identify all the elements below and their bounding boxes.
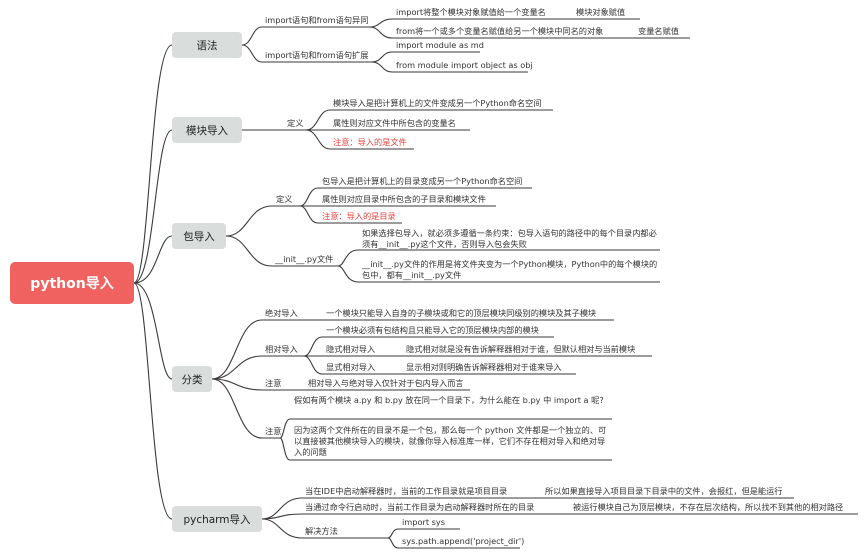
- class-note2-answer[interactable]: 因为这两个文件所在的目录不是一个包，那么每一个 python 文件都是一个独立的…: [294, 425, 607, 457]
- class-rel-desc[interactable]: 一个模块必须有包结构且只能导入它的顶层模块内部的模块: [326, 325, 539, 335]
- class-explicit-desc[interactable]: 显示相对则明确告诉解释器相对于谁来导入: [406, 362, 562, 372]
- syntax-from-desc[interactable]: from将一个或多个变量名赋值给另一个模块中同名的对象: [396, 26, 604, 36]
- syntax-import-note[interactable]: 模块对象赋值: [576, 7, 626, 17]
- module-item-note[interactable]: 注意：导入的是文件: [333, 137, 407, 147]
- class-abs-label[interactable]: 绝对导入: [265, 308, 298, 318]
- root-topic[interactable]: python导入: [10, 262, 134, 304]
- class-implicit-desc[interactable]: 隐式相对就是没有告诉解释器相对于谁，但默认相对与当前模块: [406, 344, 636, 354]
- syntax-ext-label[interactable]: import语句和from语句扩展: [265, 50, 369, 60]
- pycharm-cmd-note[interactable]: 被运行模块自己为顶层模块，不存在层次结构，所以找不到其他的相对路径: [573, 502, 844, 512]
- package-init-item-2[interactable]: __init__.py文件的作用是将文件夹变为一个Python模块，Python…: [362, 259, 658, 280]
- class-explicit-label[interactable]: 显式相对导入: [326, 362, 376, 372]
- topic-pycharm-import[interactable]: pycharm导入: [172, 506, 262, 532]
- topic-package-import[interactable]: 包导入: [172, 223, 226, 249]
- syntax-import-desc[interactable]: import将整个模块对象赋值给一个变量名: [396, 7, 546, 17]
- package-item-1[interactable]: 包导入是把计算机上的目录变成另一个Python命名空间: [322, 176, 523, 186]
- pycharm-ide-note[interactable]: 所以如果直接导入项目目录下目录中的文件，会报红，但是能运行: [545, 486, 783, 496]
- class-rel-label[interactable]: 相对导入: [265, 344, 298, 354]
- link-root-syntax: [133, 44, 173, 284]
- module-item-1[interactable]: 模块导入是把计算机上的文件变成另一个Python命名空间: [333, 98, 542, 108]
- package-def-label[interactable]: 定义: [276, 194, 293, 204]
- link-root-class: [133, 282, 173, 380]
- link-root-package: [133, 235, 173, 284]
- package-init-item-1[interactable]: 如果选择包导入，就必须多遵循一条约束：包导入语句的路径中的每个目录内都必须有__…: [362, 228, 657, 249]
- package-item-2[interactable]: 属性则对应目录中所包含的子目录和模块文件: [322, 194, 486, 204]
- topic-classification[interactable]: 分类: [172, 366, 212, 392]
- class-note1-label[interactable]: 注意: [265, 378, 282, 388]
- class-note2-label[interactable]: 注意: [265, 426, 282, 436]
- syntax-diff-label[interactable]: import语句和from语句异同: [265, 15, 369, 25]
- class-implicit-label[interactable]: 隐式相对导入: [326, 344, 376, 354]
- link-root-module: [133, 129, 173, 284]
- syntax-from-note[interactable]: 变量名赋值: [638, 26, 679, 36]
- module-def-label[interactable]: 定义: [287, 118, 304, 128]
- topic-syntax[interactable]: 语法: [172, 32, 242, 58]
- syntax-import-md[interactable]: import module as md: [396, 40, 484, 50]
- package-init-label[interactable]: __init__.py文件: [275, 254, 334, 264]
- class-abs-desc[interactable]: 一个模块只能导入自身的子模块或和它的顶层模块同级别的模块及其子模块: [326, 308, 597, 318]
- topic-module-import[interactable]: 模块导入: [172, 117, 242, 143]
- package-item-note[interactable]: 注意：导入的是目录: [322, 211, 396, 221]
- class-note1-desc[interactable]: 相对导入与绝对导入仅针对于包内导入而言: [308, 378, 464, 388]
- pycharm-solution-label[interactable]: 解决方法: [305, 526, 338, 536]
- class-note2-question[interactable]: 假如有两个模块 a.py 和 b.py 放在同一个目录下，为什么能在 b.py …: [294, 395, 604, 405]
- pycharm-cmd-desc[interactable]: 当通过命令行启动时，当前工作目录为启动解释器时所在的目录: [305, 502, 535, 512]
- pycharm-ide-desc[interactable]: 当在IDE中启动解释器时，当前的工作目录就是项目目录: [305, 486, 508, 496]
- pycharm-solution-item-1[interactable]: import sys: [402, 517, 446, 527]
- link-root-pycharm: [133, 282, 173, 520]
- module-item-2[interactable]: 属性则对应文件中所包含的变量名: [333, 118, 456, 128]
- syntax-from-obj[interactable]: from module import object as obj: [396, 60, 533, 70]
- pycharm-solution-item-2[interactable]: sys.path.append('project_dir'): [402, 536, 525, 546]
